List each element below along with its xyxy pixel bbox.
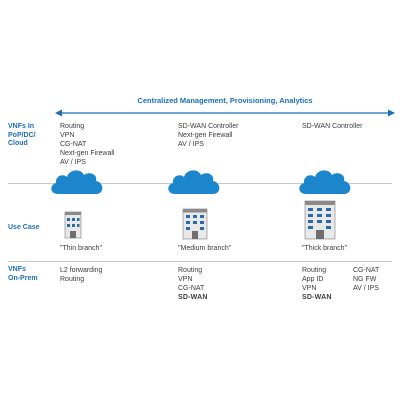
branch-label-medium: "Medium branch"	[178, 245, 232, 252]
col2-onprem-vnfs: Routing VPN CG-NAT SD-WAN	[178, 267, 208, 301]
branch-label-thin: "Thin branch"	[60, 245, 102, 252]
col3-cloud-vnfs: SD-WAN Controller	[302, 123, 363, 130]
col3-onprem-vnfs-right: CG-NAT NG FW AV / IPS	[353, 267, 380, 292]
server-building-icon	[304, 200, 336, 240]
server-building-icon	[64, 211, 82, 239]
management-title: Centralized Management, Provisioning, An…	[137, 96, 313, 105]
cloud-icon	[51, 170, 103, 194]
row-label-vnfs-onprem: VNFs On-Prem	[8, 266, 38, 282]
cloud-icon	[168, 170, 220, 194]
col1-cloud-vnfs: Routing VPN CG-NAT Next-gen Firewall AV …	[60, 123, 115, 166]
col3-onprem-vnfs-left: Routing App ID VPN SD-WAN	[302, 267, 332, 301]
cloud-icon	[299, 170, 351, 194]
row-label-use-case: Use Case	[8, 224, 40, 231]
management-span-arrow	[55, 109, 395, 117]
onprem-divider-line	[8, 261, 392, 262]
row-label-vnfs-cloud: VNFs In PoP/DC/ Cloud	[8, 123, 36, 147]
col2-cloud-vnfs: SD-WAN Controller Next-gen Firewall AV /…	[178, 123, 239, 148]
server-building-icon	[182, 208, 208, 240]
col1-onprem-vnfs: L2 forwarding Routing	[60, 267, 103, 283]
branch-label-thick: "Thick branch"	[302, 245, 348, 252]
